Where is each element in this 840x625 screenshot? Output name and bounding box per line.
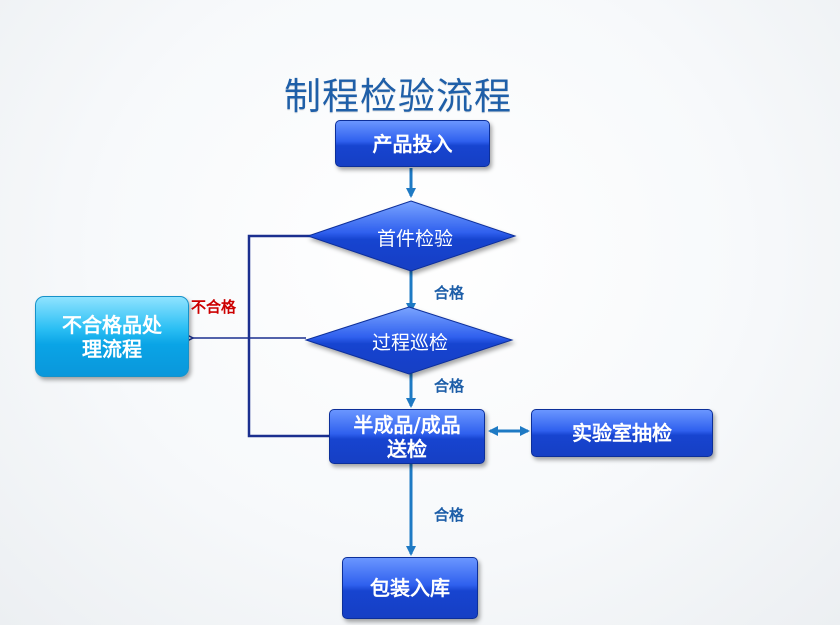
semi-finished-label-line2: 送检: [387, 436, 427, 461]
product-input-node[interactable]: 产品投入: [335, 120, 490, 167]
nonconforming-label-line2: 理流程: [82, 336, 142, 361]
pass-label-2: 合格: [434, 377, 465, 395]
page-title: 制程检验流程: [284, 75, 512, 118]
packaging-node[interactable]: 包装入库: [342, 557, 478, 619]
lab-sampling-label: 实验室抽检: [572, 421, 672, 445]
product-input-label: 产品投入: [372, 131, 453, 156]
semi-finished-label-line1: 半成品/成品: [353, 412, 461, 437]
nonconforming-node[interactable]: 不合格品处 理流程: [35, 296, 189, 377]
diamond-patrol-inspection: [304, 306, 514, 375]
pass-label-1: 合格: [434, 284, 465, 302]
nonconforming-label-line1: 不合格品处: [62, 312, 162, 337]
packaging-label: 包装入库: [370, 576, 450, 600]
fail-loop-line: [247, 234, 330, 438]
diamond-first-inspection: [306, 200, 517, 272]
semi-finished-node[interactable]: 半成品/成品 送检: [329, 409, 485, 464]
lab-sampling-node[interactable]: 实验室抽检: [531, 409, 713, 457]
fail-label: 不合格: [191, 298, 237, 316]
pass-label-3: 合格: [434, 506, 465, 524]
